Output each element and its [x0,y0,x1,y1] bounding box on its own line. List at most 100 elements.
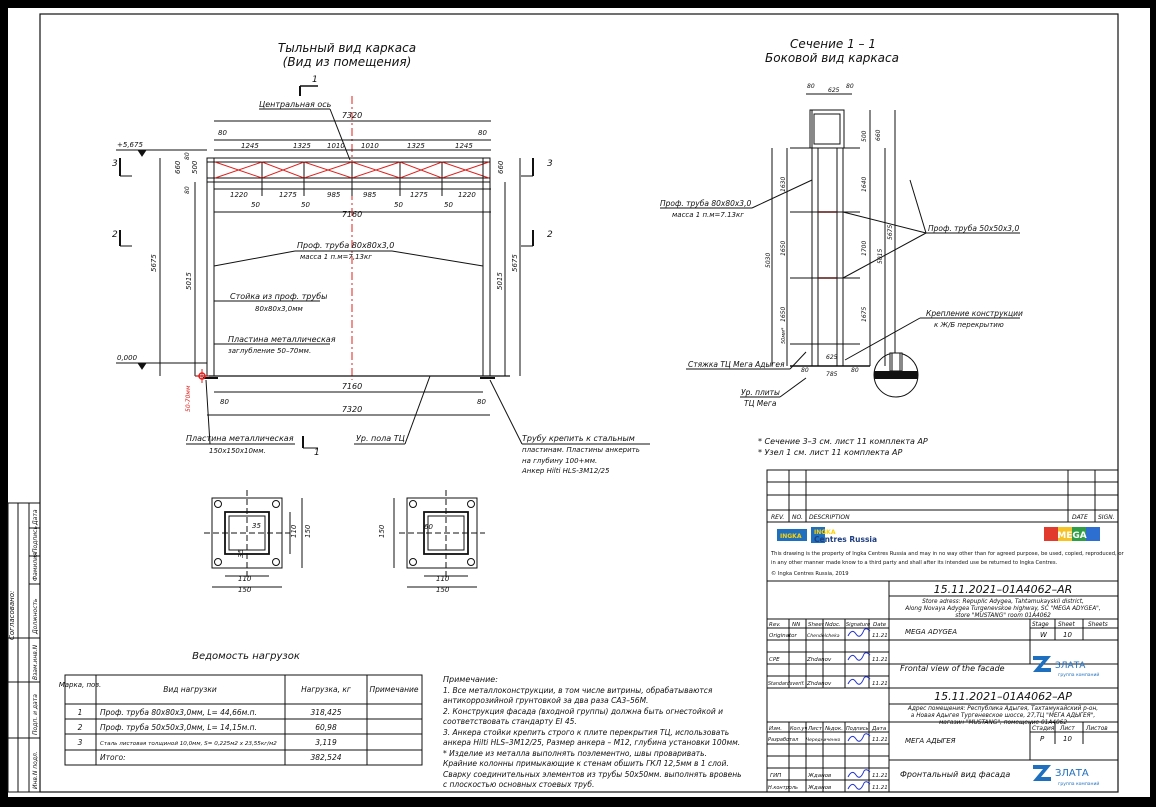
dim-1220-l: 1220 [230,191,248,199]
loads-total-value: 382,524 [310,753,341,762]
dim-660-r: 660 [497,160,505,174]
dim-1275-r: 1275 [410,191,428,199]
dim-5015-r: 5015 [496,272,504,290]
side-inv2: Подп. и дата [32,694,39,735]
sec-pipe80-1: Проф. труба 80х80х3,0 [660,199,751,208]
sec-dim-1650: 1650 [780,241,787,256]
ingka-small-logo: INGKA [777,529,807,541]
pipe-label-2: масса 1 п.м=7,13кг [300,253,372,261]
stage-h: Stage [1032,622,1049,628]
side-agreed: Согласовано: [8,591,16,640]
section-mark-top: 1 [312,75,318,85]
dim-5015-l: 5015 [185,272,193,290]
nk-role: Н.контроль [768,785,798,791]
dim-1010-l: 1010 [327,142,345,150]
loads-row1-pos: 1 [78,708,83,717]
ru-h-list: Лист [807,726,823,732]
dim-500-l: 500 [191,160,199,174]
note-line-5: 3. Анкера стойки крепить строго к плите … [443,728,729,737]
note-line-10: с плоскостью основных стоевых труб. [443,780,594,789]
logo-mega-text: MEGA [1057,531,1086,541]
dim-1245-r: 1245 [455,142,473,150]
sec-dim-1640: 1640 [861,177,868,192]
plate-detail-2: 110 150 150 60 [378,490,485,594]
dim-80-r: 80 [478,129,487,137]
address-ru-1: Адрес помещения: Республика Адыгея, Тахт… [907,706,1098,712]
floor-label: Ур. пола ТЦ [356,434,405,443]
rear-title-2: (Вид из помещения) [283,55,412,69]
signature-cpe [847,652,871,661]
dim-1010-r: 1010 [361,142,379,150]
anchor-label-2: пластинам. Пластины анкерить [522,446,640,454]
rear-view: Тыльный вид каркаса (Вид из помещения) 1… [112,41,650,475]
cpe-date: 11.21 [872,657,888,663]
p2-s1: 60 [424,523,433,531]
list-h: Лист [1059,726,1075,732]
loads-row2-desc: Проф. труба 50х50х3,0мм, L= 14,15м.п. [100,723,257,732]
plate2-label-2: 150х150х10мм. [209,447,266,455]
sec-dim-1630: 1630 [780,177,787,192]
rev-h-no: NO. [792,514,803,521]
note-line-6: анкера Hilti HLS–3M12/25, Размер анкера … [443,738,740,747]
p1-w-out: 150 [238,586,252,594]
sec-dim-1675: 1675 [861,307,868,322]
sec-dim-80-bottom-l: 80 [801,367,809,374]
plate-label-2: заглубление 50–70мм. [228,347,311,355]
side-stamp: Согласовано: Дата Подпись Фамилия Должно… [7,502,41,793]
sheet-en: 10 [1063,631,1072,639]
pipe-label-1: Проф. труба 80х80х3,0 [297,241,394,250]
dim-50-a: 50 [251,201,260,209]
stadia-h: Стадия [1032,726,1055,732]
side-inv3: Инв.N подл. [32,751,39,789]
sec-dim-785: 785 [826,371,838,378]
en-h-rev: Rev. [769,622,781,628]
dim-1245-l: 1245 [241,142,259,150]
nk-name: Жданов [807,785,831,791]
section-title-1: Сечение 1 – 1 [790,37,876,51]
loads-header-desc: Вид нагрузки [163,685,217,694]
loads-row3-load: 3,119 [315,738,337,747]
sec-pipe80-2: масса 1 п.м=7.13кг [672,211,744,219]
dim-80-l: 80 [218,129,227,137]
loads-row1-desc: Проф. труба 80х80х3,0мм, L= 44,66м.п. [100,708,257,717]
zlata-text-1: ЗЛАТА [1055,661,1086,671]
level-top: +5,675 [117,141,143,149]
dev-name: Чередниченко [806,737,841,743]
rev-h-rev: REV. [771,514,784,521]
level-zero: 0,000 [117,354,138,362]
dim-7320-top: 7320 [342,111,362,120]
sec-dim-50: 50мм* [781,327,787,344]
signature-stand [847,676,871,685]
originator-date: 11.21 [872,633,888,639]
paper [8,8,1150,797]
anchor-label-4: Анкер Hilti HLS-3M12/25 [521,467,610,475]
dim-7160-bottom: 7160 [342,382,362,391]
anchor-label-1: Трубу крепить к стальным [522,434,635,443]
ingka-centres-logo: INGKA Centres Russia [811,527,877,544]
disclaimer-2: in any other manner made know to a third… [771,560,1058,566]
zlata-sub-2: группа компаний [1058,780,1099,787]
signature-originator [847,628,871,637]
ref-1: * Сечение 3–3 см. лист 11 комплекта АР [758,437,928,446]
loads-row1-load: 318,425 [310,708,341,717]
sec-dim-80-bottom-r: 80 [851,367,859,374]
dim-660-l: 660 [174,160,182,174]
loads-table: Ведомость нагрузок Марка, поз. Вид нагру… [59,651,423,766]
en-h-nn: NN [792,622,800,628]
originator-role: Originator [769,633,798,639]
mark-2-r: 2 [547,230,553,240]
dim-985-r: 985 [363,191,377,199]
sec-pipe50: Проф. труба 50х50х3,0 [928,224,1019,233]
disclaimer-1: This drawing is the property of Ingka Ce… [770,551,1125,557]
listov-h: Листов [1085,726,1108,732]
project-en: MEGA ADYGEA [905,628,957,636]
frame [39,13,1119,793]
note-line-9: Сварку соединительных элементов из трубы… [443,770,742,779]
sec-dim-1700: 1700 [861,241,868,256]
dev-date: 11.21 [872,737,888,743]
dim-985-l: 985 [327,191,341,199]
address-en-2: Along Novaya Adygea Turgenevskoe highway… [904,606,1101,612]
section-view: Сечение 1 – 1 Боковой вид каркаса 80 625… [660,37,1023,408]
sec-dim-5675: 5675 [887,225,894,240]
